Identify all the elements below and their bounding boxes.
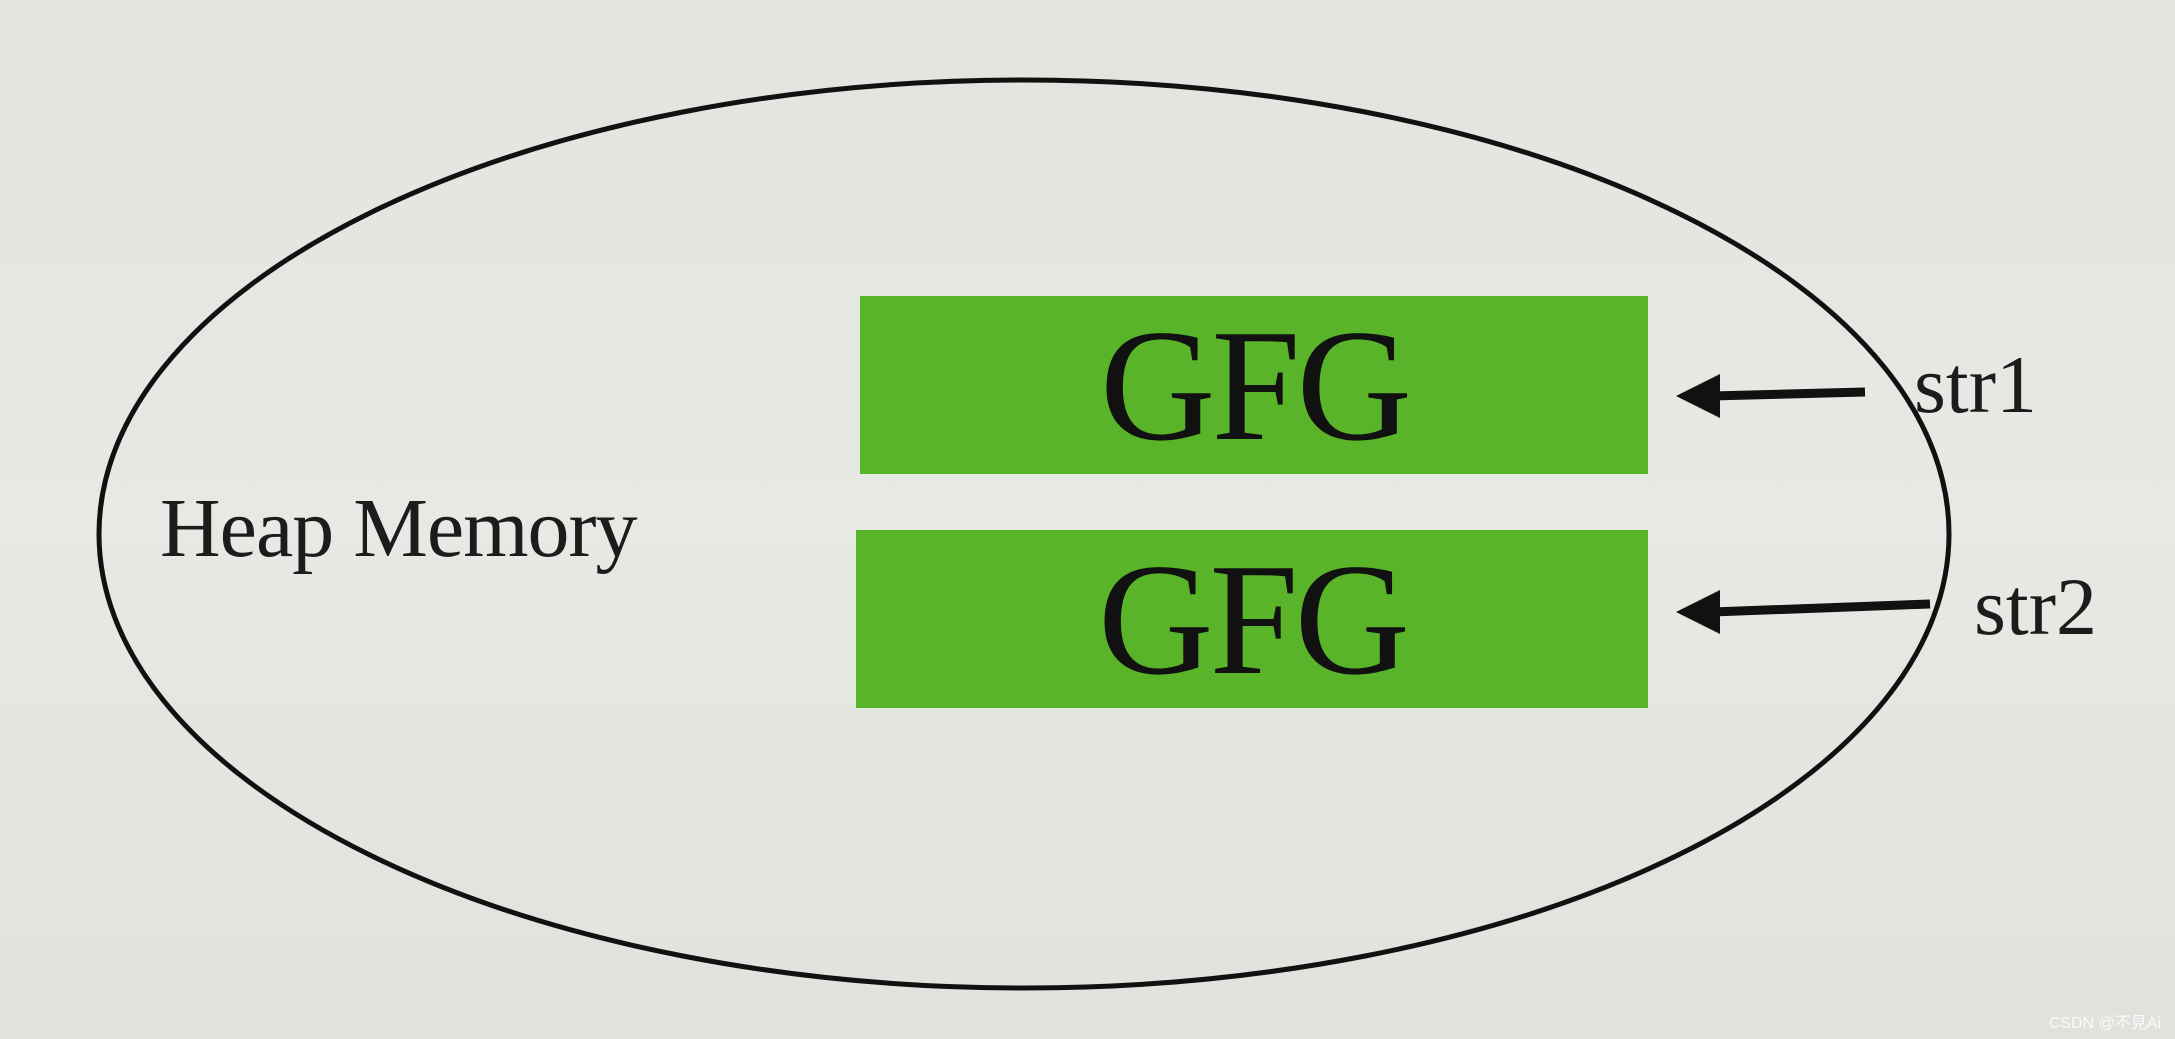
arrow-str1-head [1676,374,1720,418]
arrow-str2-head [1676,590,1720,634]
arrow-str1 [1676,374,1866,418]
string-object-1-value: GFG [1099,296,1412,474]
reference-str1-label: str1 [1914,339,2037,430]
reference-str2-label: str2 [1974,561,2097,652]
string-object-2-value: GFG [1097,530,1410,708]
heap-memory-label: Heap Memory [160,482,638,575]
string-object-2: GFG [856,530,1648,708]
arrow-str1-shaft [1711,387,1866,401]
watermark: CSDN @不見Ai [2048,1015,2161,1032]
heap-memory-outline [96,77,1952,991]
string-object-1: GFG [860,296,1648,474]
arrow-str2 [1676,590,1931,634]
arrow-str2-shaft [1711,599,1931,617]
